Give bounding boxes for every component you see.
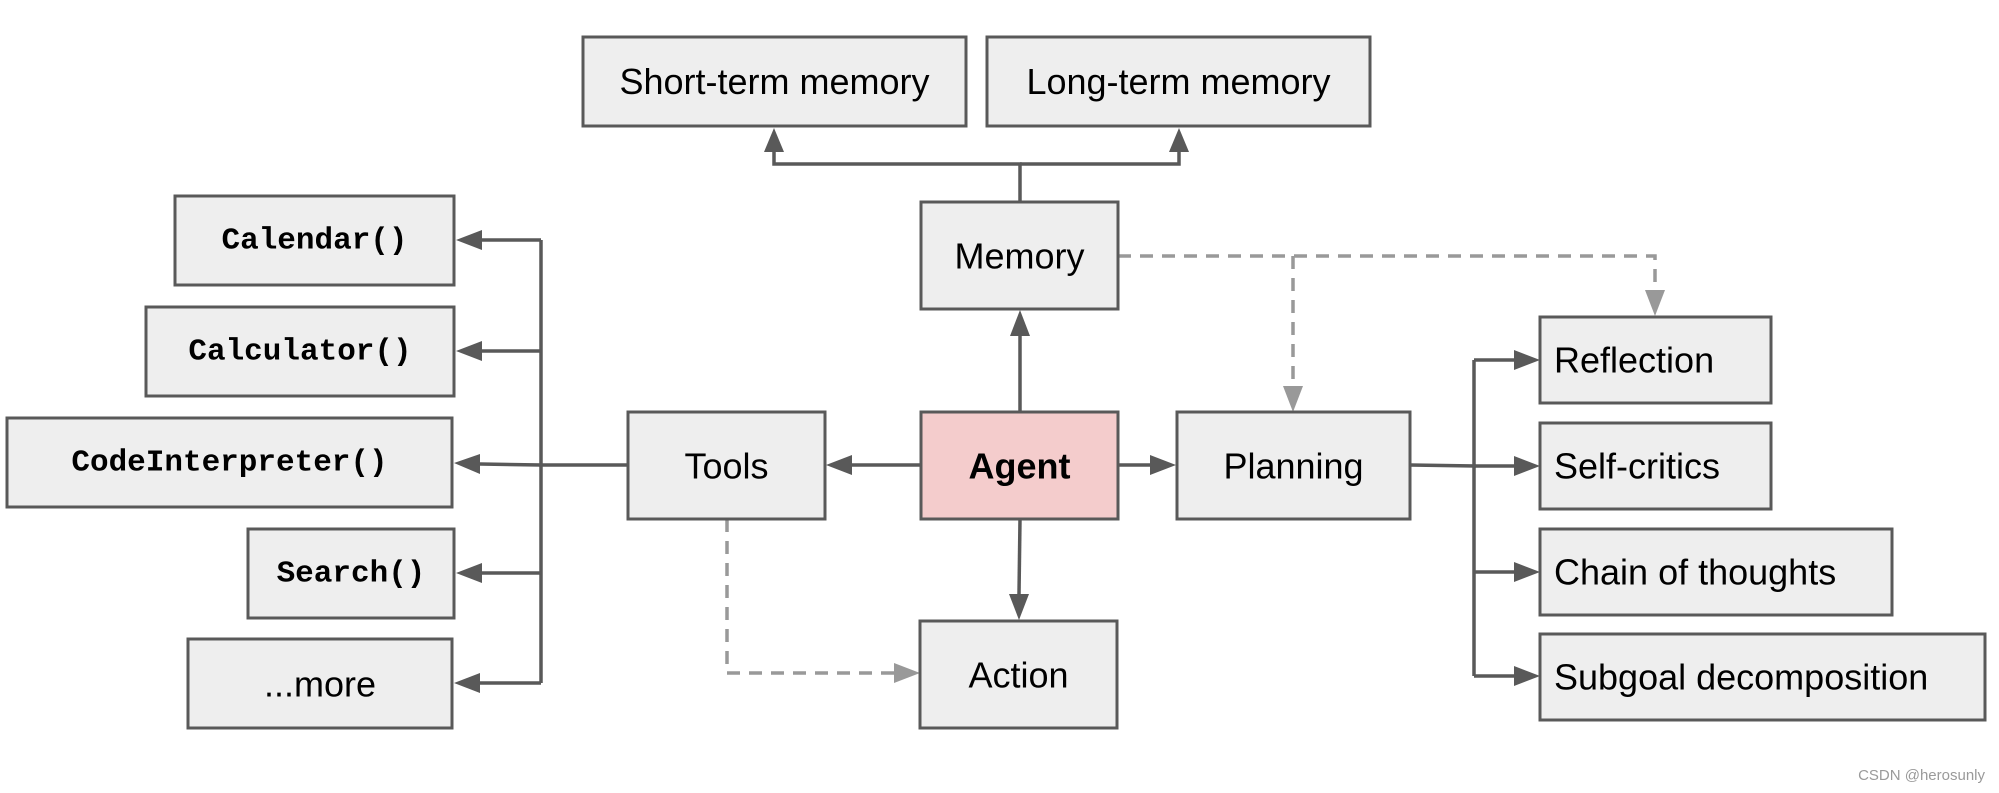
arrow-head-search bbox=[456, 563, 482, 583]
watermark-text: CSDN @herosunly bbox=[1858, 767, 1985, 784]
agent-label: Agent bbox=[969, 446, 1071, 487]
arrow-head-short-term bbox=[764, 128, 784, 152]
arrow-head-long-term bbox=[1169, 128, 1189, 152]
node-subgoal-decomposition: Subgoal decomposition bbox=[1538, 632, 1987, 722]
node-tools: Tools bbox=[626, 410, 827, 521]
connectors bbox=[454, 128, 1540, 693]
node-reflection: Reflection bbox=[1538, 315, 1773, 405]
self-critics-label: Self-critics bbox=[1554, 446, 1720, 487]
search-label: Search() bbox=[277, 557, 426, 592]
arrow-head-calculator bbox=[456, 341, 482, 361]
node-self-critics: Self-critics bbox=[1538, 421, 1773, 511]
dashed-memory-reflection bbox=[1118, 254, 1657, 290]
arrow-head-self-critics bbox=[1514, 456, 1540, 476]
node-planning: Planning bbox=[1175, 410, 1412, 521]
subgoal-decomposition-label: Subgoal decomposition bbox=[1554, 657, 1928, 698]
node-calendar: Calendar() bbox=[173, 194, 456, 287]
arrow-head-memory bbox=[1010, 310, 1030, 336]
dashed-connectors bbox=[725, 254, 1665, 683]
node-short-term-memory: Short-term memory bbox=[581, 35, 968, 128]
chain-of-thoughts-label: Chain of thoughts bbox=[1554, 552, 1836, 593]
arrow-head-code-interpreter bbox=[454, 454, 480, 474]
calculator-label: Calculator() bbox=[188, 335, 411, 370]
edge-memory-short-term bbox=[772, 152, 1022, 202]
code-interpreter-label: CodeInterpreter() bbox=[71, 446, 387, 481]
node-chain-of-thoughts: Chain of thoughts bbox=[1538, 527, 1894, 617]
dashed-tools-action bbox=[725, 519, 894, 675]
memory-label: Memory bbox=[954, 236, 1084, 277]
calendar-label: Calendar() bbox=[221, 224, 407, 259]
arrow-head-chain bbox=[1514, 562, 1540, 582]
edge-tools-bus bbox=[539, 240, 628, 467]
reflection-label: Reflection bbox=[1554, 340, 1714, 381]
node-memory: Memory bbox=[919, 200, 1120, 311]
arrow-head-dashed-action bbox=[894, 663, 920, 683]
arrow-head-calendar bbox=[456, 230, 482, 250]
edge-tools-code-interpreter bbox=[479, 462, 542, 467]
long-term-memory-label: Long-term memory bbox=[1026, 61, 1330, 102]
arrow-head-action bbox=[1009, 594, 1029, 620]
action-label: Action bbox=[968, 655, 1068, 696]
tools-label: Tools bbox=[684, 446, 768, 487]
planning-label: Planning bbox=[1223, 446, 1363, 487]
arrow-head-planning bbox=[1150, 455, 1176, 475]
node-more: ...more bbox=[186, 637, 454, 730]
node-agent: Agent bbox=[919, 410, 1120, 521]
arrow-head-dashed-planning bbox=[1283, 386, 1303, 412]
node-calculator: Calculator() bbox=[144, 305, 456, 398]
edge-memory-long-term bbox=[1020, 152, 1181, 166]
node-code-interpreter: CodeInterpreter() bbox=[5, 416, 454, 509]
more-label: ...more bbox=[264, 664, 376, 705]
arrow-head-more bbox=[454, 673, 480, 693]
node-long-term-memory: Long-term memory bbox=[985, 35, 1372, 128]
arrow-head-dashed-reflection bbox=[1645, 290, 1665, 316]
arrow-head-reflection bbox=[1514, 350, 1540, 370]
arrow-head-tools bbox=[826, 455, 852, 475]
edge-agent-action bbox=[1017, 518, 1022, 595]
node-action: Action bbox=[918, 619, 1119, 730]
node-search: Search() bbox=[246, 527, 456, 620]
arrow-head-subgoal bbox=[1514, 666, 1540, 686]
edge-planning-bus bbox=[1409, 463, 1477, 468]
short-term-memory-label: Short-term memory bbox=[619, 61, 929, 102]
